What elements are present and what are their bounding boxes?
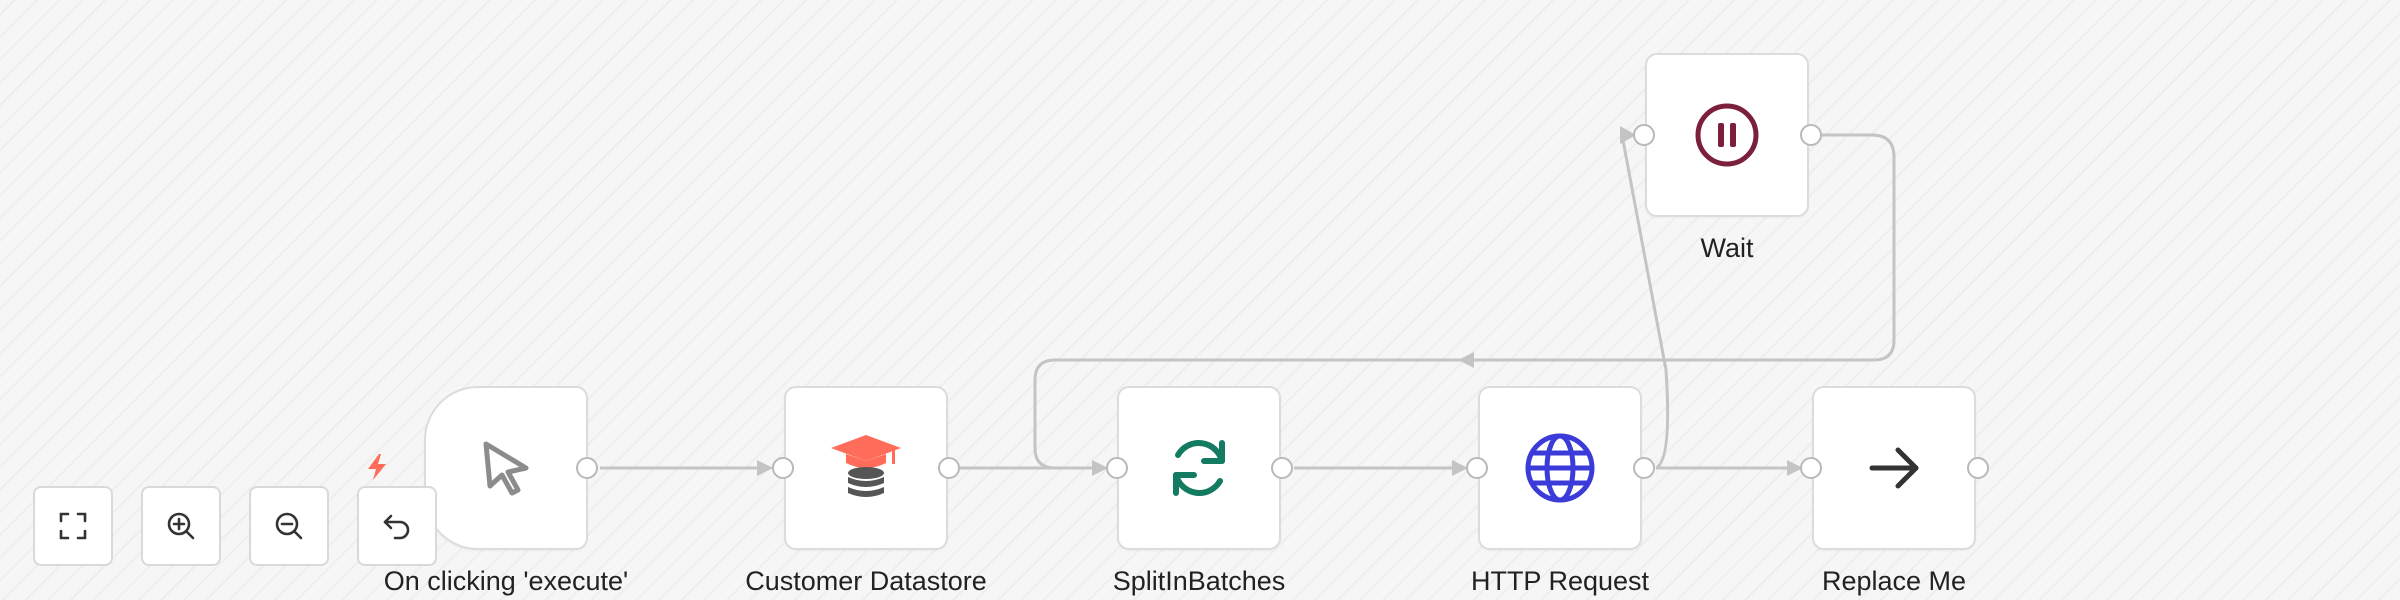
fit-view-button[interactable]	[33, 486, 113, 566]
output-handle[interactable]	[1633, 457, 1655, 479]
output-handle[interactable]	[576, 457, 598, 479]
connection-http-wait	[1620, 134, 1670, 470]
globe-icon	[1523, 431, 1597, 505]
cursor-icon	[476, 438, 536, 498]
arrowhead	[1092, 460, 1108, 476]
arrowhead	[757, 460, 773, 476]
input-handle[interactable]	[1106, 457, 1128, 479]
arrowhead	[1787, 460, 1803, 476]
node-label: Wait	[1700, 233, 1754, 263]
node-http-request[interactable]	[1478, 386, 1642, 550]
node-trigger[interactable]	[424, 386, 588, 550]
node-label: Customer Datastore	[745, 566, 987, 596]
zoom-out-icon	[275, 512, 303, 540]
output-handle[interactable]	[1967, 457, 1989, 479]
node-customer-datastore[interactable]	[784, 386, 948, 550]
node-label: SplitInBatches	[1112, 566, 1286, 596]
trigger-badge	[364, 452, 390, 482]
zoom-in-icon	[167, 512, 195, 540]
reset-zoom-button[interactable]	[357, 486, 437, 566]
input-handle[interactable]	[772, 457, 794, 479]
node-split-in-batches[interactable]	[1117, 386, 1281, 550]
arrowhead	[1452, 460, 1468, 476]
arrow-right-icon	[1864, 438, 1924, 498]
arrowhead	[1620, 126, 1636, 144]
refresh-icon	[1164, 433, 1234, 503]
input-handle[interactable]	[1800, 457, 1822, 479]
input-handle[interactable]	[1466, 457, 1488, 479]
graduation-cap-database-icon	[829, 431, 903, 505]
zoom-out-button[interactable]	[249, 486, 329, 566]
node-label: On clicking 'execute'	[383, 566, 629, 596]
output-handle[interactable]	[1271, 457, 1293, 479]
node-replace-me[interactable]	[1812, 386, 1976, 550]
zoom-in-button[interactable]	[141, 486, 221, 566]
pause-icon	[1693, 101, 1761, 169]
fullscreen-icon	[59, 512, 87, 540]
node-wait[interactable]	[1645, 53, 1809, 217]
undo-icon	[383, 514, 410, 540]
node-label: HTTP Request	[1470, 566, 1650, 596]
lightning-icon	[368, 454, 386, 480]
node-label: Replace Me	[1821, 566, 1967, 596]
input-handle[interactable]	[1633, 124, 1655, 146]
arrowhead	[1458, 352, 1474, 368]
output-handle[interactable]	[1800, 124, 1822, 146]
output-handle[interactable]	[938, 457, 960, 479]
